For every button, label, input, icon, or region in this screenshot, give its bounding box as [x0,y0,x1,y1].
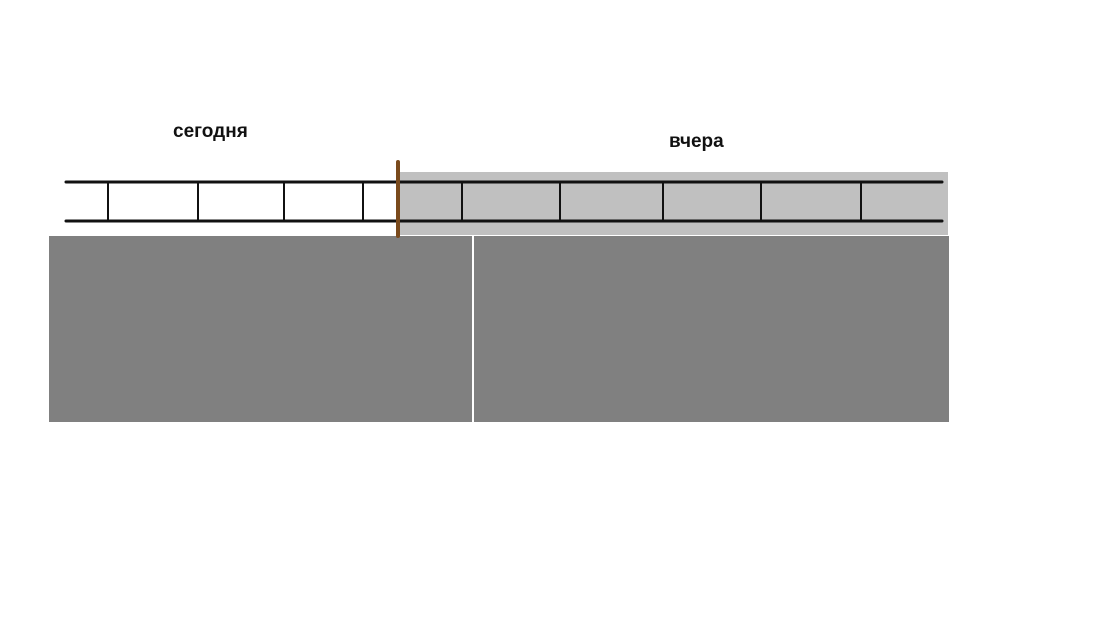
rail-ties [107,182,862,221]
yesterday-label: вчера [669,131,724,152]
lower-block-right [474,236,949,422]
lower-block-left [49,236,472,422]
today-label: сегодня [173,121,248,142]
